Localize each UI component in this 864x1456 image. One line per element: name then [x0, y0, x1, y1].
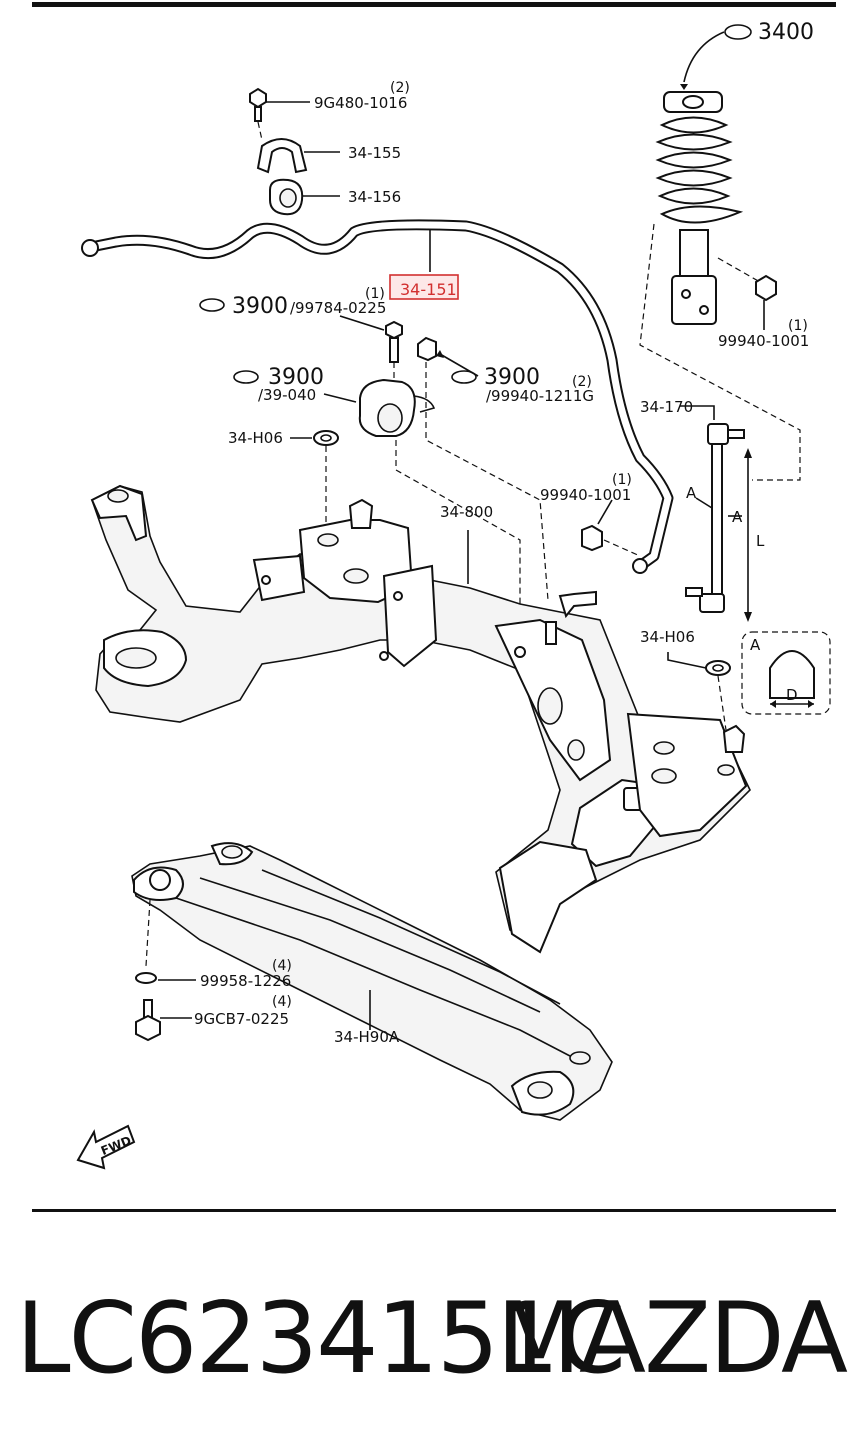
label-d: D: [786, 686, 798, 704]
label-a-3: A: [750, 636, 761, 654]
label-a-2: A: [732, 508, 743, 526]
subframe-34-h90a: [131, 842, 613, 1121]
label-39-040: /39-040: [258, 386, 316, 404]
callout-3400: 3400: [724, 20, 814, 45]
label-99940-1001-link: 99940-1001: [540, 486, 631, 504]
callout-34-151: 34-151 (1): [365, 274, 459, 302]
bolt-9g480: [249, 87, 310, 141]
bolt-99784: [385, 320, 403, 378]
stabilizer-bar-34-151: [81, 219, 674, 574]
nut-99940-1001-link: [581, 499, 641, 557]
washer-34-h06-left: [290, 430, 521, 610]
nut-99940-1211: [417, 336, 549, 601]
label-3900-a: 3900: [232, 294, 288, 319]
label-a-1: A: [686, 484, 697, 502]
label-99940-1211: /99940-1211G: [486, 387, 594, 405]
label-34-156: 34-156: [348, 188, 401, 206]
qty-9g480: (2): [390, 80, 410, 96]
crossmember-34-800: [90, 484, 751, 954]
qty-34-151: (1): [365, 286, 385, 302]
label-l: L: [756, 532, 765, 550]
label-34-h90a: 34-H90A: [334, 1028, 400, 1046]
label-3400: 3400: [758, 20, 814, 45]
label-34-170: 34-170: [640, 398, 693, 416]
label-34-h06-right: 34-H06: [640, 628, 695, 646]
qty-99940-1001-link: (1): [612, 472, 632, 488]
part-number: LC6234151C: [16, 1282, 626, 1396]
label-99958-1226: 99958-1226: [200, 972, 291, 990]
label-34-155: 34-155: [348, 144, 401, 162]
washer-99958-1226: [135, 972, 196, 984]
callout-3900-bracket: 3900 /39-040: [233, 365, 357, 404]
top-border: [32, 2, 836, 7]
washer-34-h06-right: [667, 652, 731, 731]
qty-9gcb7: (4): [272, 994, 292, 1010]
label-34-h06-left: 34-H06: [228, 429, 283, 447]
stabilizer-link-34-170: [680, 405, 752, 622]
clamp-34-155: [256, 138, 340, 174]
brand-name: MAZDA: [496, 1282, 848, 1396]
label-3900-b: 3900: [268, 365, 324, 390]
bottom-border: [32, 1209, 836, 1212]
qty-99940-1001-strut: (1): [788, 318, 808, 334]
strut-assembly: [639, 31, 801, 481]
label-3900-c: 3900: [484, 365, 540, 390]
bushing-34-156: [269, 178, 340, 216]
detail-a: [741, 631, 831, 715]
bolt-9gcb7: [135, 999, 192, 1042]
callout-3900-bolt: 3900 /99784-0225: [199, 294, 386, 331]
fwd-arrow-icon: FWD: [76, 1124, 136, 1170]
label-99784-0225: /99784-0225: [290, 299, 386, 317]
label-99940-1001-strut: 99940-1001: [718, 332, 809, 350]
qty-99958-1226: (4): [272, 958, 292, 974]
label-9gcb7: 9GCB7-0225: [194, 1010, 289, 1028]
label-34-800: 34-800: [440, 503, 493, 521]
callout-3900-nut: 3900 (2) /99940-1211G: [451, 365, 594, 405]
label-34-151: 34-151: [400, 280, 457, 299]
label-9g480: 9G480-1016: [314, 94, 407, 112]
qty-99940-1211: (2): [572, 374, 592, 390]
bushing-bracket: [358, 378, 436, 437]
